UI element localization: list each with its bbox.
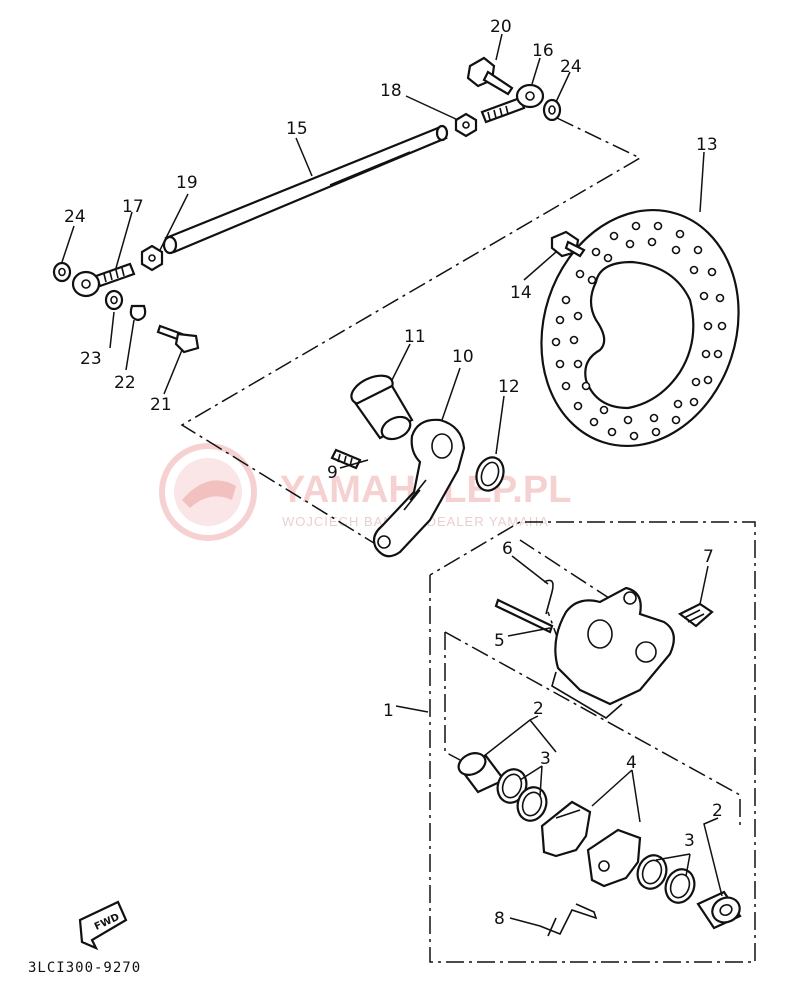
- label-24a: 24: [64, 207, 86, 227]
- label-8: 8: [494, 909, 505, 929]
- brake-disc: [540, 208, 740, 448]
- collar-11: [350, 374, 414, 441]
- label-5: 5: [494, 631, 505, 651]
- caliper-body: [551, 586, 675, 719]
- label-2a: 2: [533, 699, 544, 719]
- leader-lines: [61, 33, 723, 927]
- label-23: 23: [80, 349, 102, 369]
- bolt-20: [466, 56, 514, 96]
- nut-19: [140, 244, 164, 272]
- label-22: 22: [114, 373, 136, 393]
- brake-pad-4-right: [586, 828, 642, 888]
- washer-23: [104, 289, 124, 311]
- seal-3-right: [636, 854, 696, 904]
- label-6: 6: [502, 539, 513, 559]
- label-18: 18: [380, 81, 402, 101]
- label-16: 16: [532, 41, 554, 61]
- label-9: 9: [327, 463, 338, 483]
- forward-arrow-icon: FWD: [78, 900, 128, 951]
- label-11: 11: [404, 327, 426, 347]
- piston-2-right: [696, 890, 742, 930]
- label-10: 10: [452, 347, 474, 367]
- label-4: 4: [626, 753, 637, 773]
- disc-holes: [551, 221, 727, 441]
- bleed-screw-7: [677, 602, 714, 628]
- clip-22: [129, 304, 147, 322]
- adjuster-17: [71, 262, 136, 298]
- label-7: 7: [703, 547, 714, 567]
- pad-spring-8: [539, 903, 598, 937]
- pin-5: [494, 598, 554, 634]
- label-19: 19: [176, 173, 198, 193]
- bolt-14: [550, 230, 586, 258]
- label-15: 15: [286, 119, 308, 139]
- alignment-lines: [180, 117, 756, 963]
- label-13: 13: [696, 135, 718, 155]
- bolt-21: [156, 324, 200, 354]
- label-3a: 3: [540, 749, 551, 769]
- pin-clip-6: [543, 579, 554, 615]
- nut-18: [454, 112, 478, 138]
- seal-3-left: [496, 768, 548, 822]
- label-12: 12: [498, 377, 520, 397]
- adjuster-16: [480, 83, 545, 124]
- label-2b: 2: [712, 801, 723, 821]
- brake-pad-4-left: [540, 800, 592, 858]
- washer-24-lower: [52, 261, 72, 283]
- label-24b: 24: [560, 57, 582, 77]
- diagram-code: 3LCI300-9270: [28, 960, 141, 976]
- label-1: 1: [383, 701, 394, 721]
- axle-shaft: [162, 124, 449, 255]
- part-labels: 1 2 2 3 3 4 5 6 7 8 9 10 11 12 13 14 15 …: [64, 17, 723, 929]
- circlip-12: [475, 456, 505, 492]
- label-21: 21: [150, 395, 172, 415]
- label-14: 14: [510, 283, 532, 303]
- label-3b: 3: [684, 831, 695, 851]
- washer-24-upper: [542, 98, 562, 122]
- label-17: 17: [122, 197, 144, 217]
- label-20: 20: [490, 17, 512, 37]
- caliper-bracket-10: [372, 418, 466, 558]
